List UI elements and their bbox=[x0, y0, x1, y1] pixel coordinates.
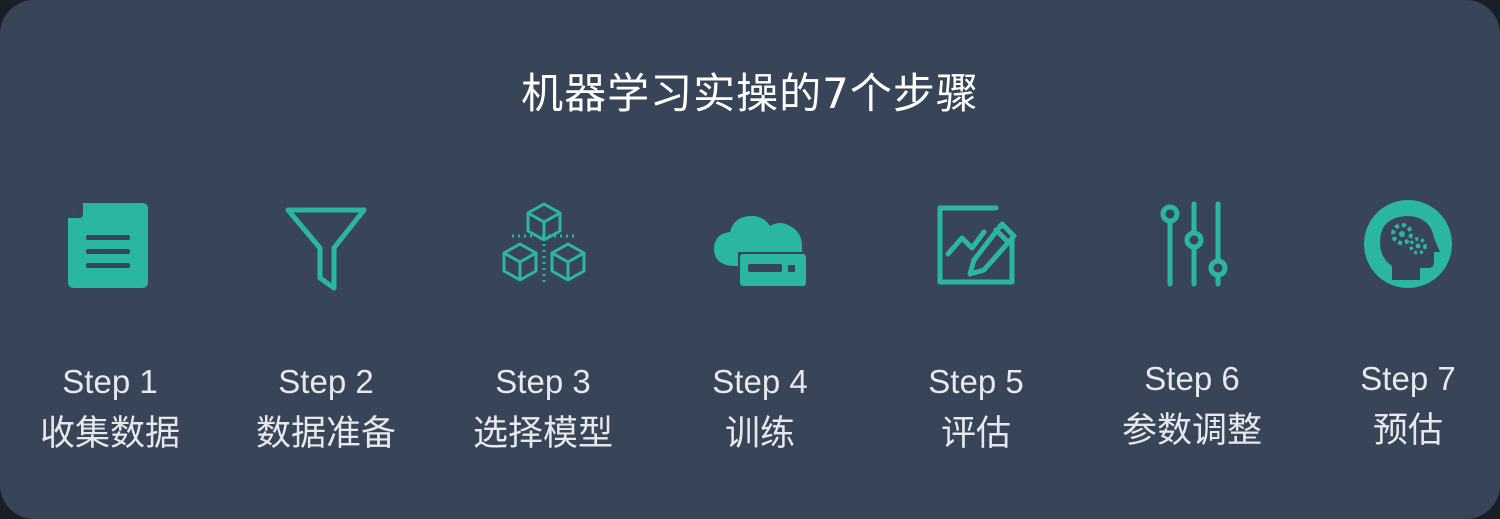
head-gears-icon bbox=[1358, 194, 1458, 294]
sliders-icon bbox=[1142, 194, 1242, 294]
page-title: 机器学习实操的7个步骤 bbox=[521, 69, 979, 118]
chart-edit-icon bbox=[926, 194, 1026, 294]
step-4-label: Step 4 bbox=[712, 363, 808, 400]
step-6-name: 参数调整 bbox=[1121, 411, 1262, 451]
step-6-label: Step 6 bbox=[1144, 360, 1240, 397]
document-icon bbox=[58, 194, 158, 294]
step-5-name: 评估 bbox=[940, 414, 1011, 454]
step-4-name: 训练 bbox=[724, 414, 795, 454]
step-3-name: 选择模型 bbox=[472, 414, 613, 454]
step-1-label: Step 1 bbox=[62, 363, 158, 400]
step-3-label: Step 3 bbox=[495, 363, 591, 400]
step-5-label: Step 5 bbox=[928, 363, 1024, 400]
step-1-name: 收集数据 bbox=[39, 414, 180, 454]
filter-funnel-icon bbox=[276, 194, 376, 294]
cloud-server-icon bbox=[710, 194, 810, 294]
step-2-name: 数据准备 bbox=[255, 414, 396, 454]
step-2-label: Step 2 bbox=[278, 363, 374, 400]
cubes-icon bbox=[494, 194, 594, 294]
step-7-name: 预估 bbox=[1372, 411, 1443, 451]
step-7-label: Step 7 bbox=[1360, 360, 1456, 397]
